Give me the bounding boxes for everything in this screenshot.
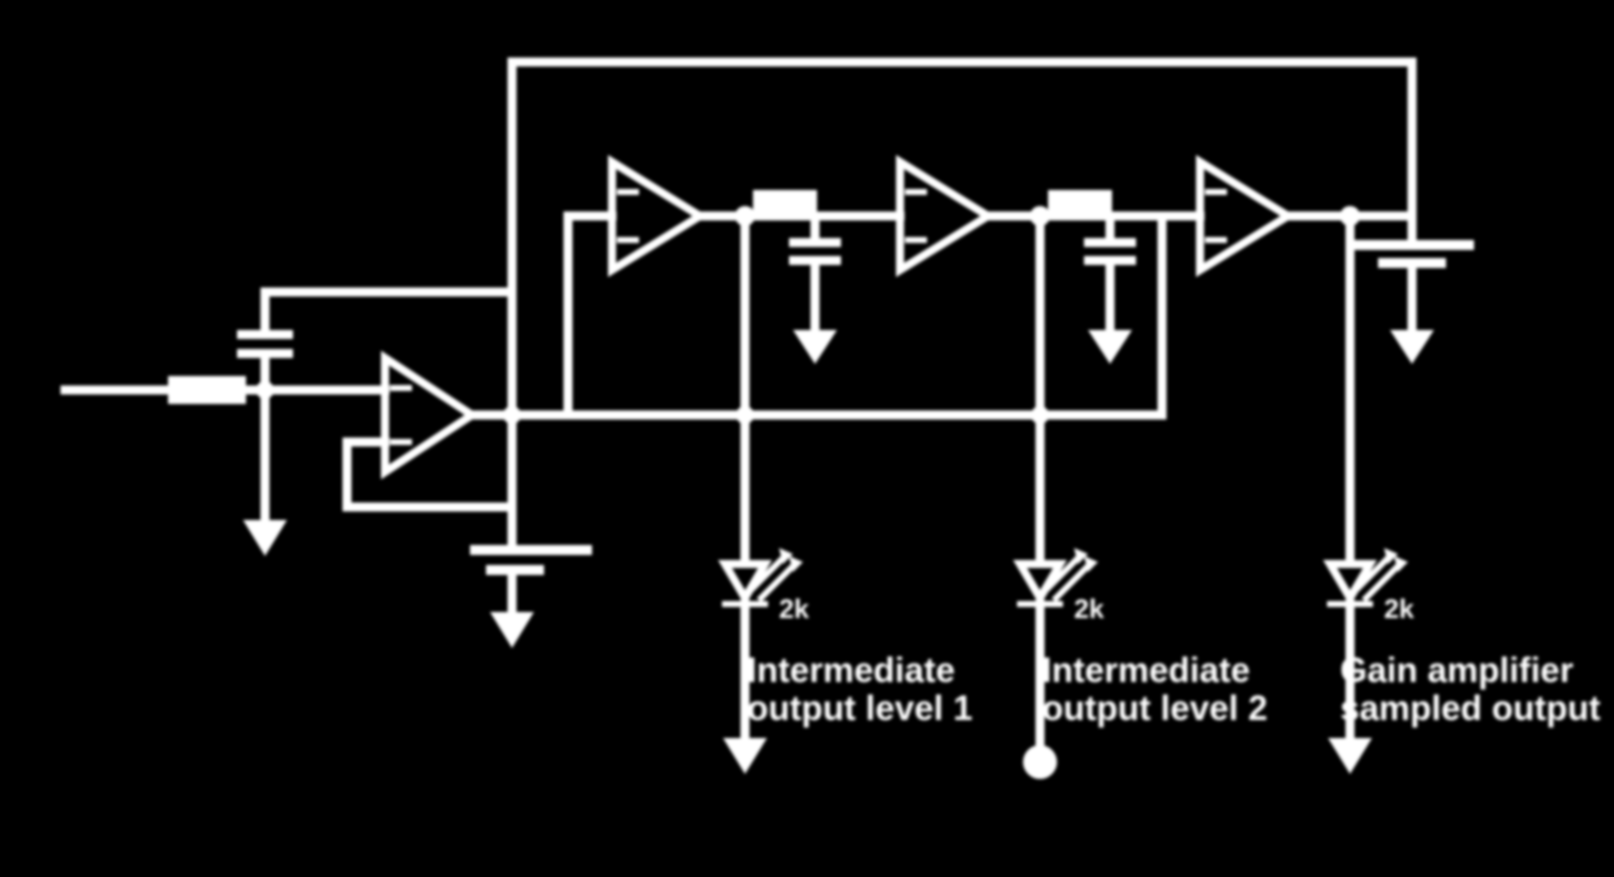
opamp-3-input-marks [905,189,927,243]
capacitor-plate [789,256,841,265]
capacitor-plate [789,238,841,247]
output-tap-3: 2k Gain amplifier sampled output [1323,548,1601,774]
stage-2-shunt-capacitor [789,211,841,364]
output-coupling-capacitor [470,502,592,648]
capacitor-plate [486,565,544,575]
junction-dot [1031,406,1049,424]
trimmer-diode-icon [1323,560,1377,606]
tap-annotation: 2k [779,594,810,624]
opamp-4-symbol [1196,154,1296,278]
series-resistor [1048,190,1112,216]
opamp-4-input-marks [1205,189,1227,243]
output-taps: 2k Intermediate output level 1 2k Interm… [718,548,1601,779]
series-resistor [753,190,817,216]
opamp-1-symbol [381,350,480,480]
tap-label-line1: Intermediate [1042,651,1250,690]
opamp-1-input-marks [390,385,412,445]
junction-dot [735,206,755,226]
tap-label-line2: sampled output [1340,689,1601,728]
tap-annotation: 2k [1384,594,1415,624]
junction-dot [256,381,274,399]
trimmer-diode-icon [1013,560,1067,606]
ground-icon [490,612,534,648]
trimmer-diode-icon [718,560,772,606]
opamp-2-input-wire [563,211,617,420]
junction-dot [503,406,521,424]
opamp-1-inverting-loop [342,410,517,512]
capacitor-plate [1378,258,1446,268]
opamp-3-symbol [896,154,996,278]
adjust-arrow-icon [746,551,800,603]
ground-icon [243,520,287,556]
tap-label-line1: Intermediate [747,651,955,690]
ground-icon [1390,330,1434,364]
adjust-arrow-icon [1351,551,1405,603]
adjust-arrow-head [1074,548,1088,564]
output-tap-1: 2k Intermediate output level 1 [718,548,973,774]
capacitor-plate [1084,256,1136,265]
down-arrow-terminal-icon [723,738,767,774]
tap-label-line1: Gain amplifier [1340,651,1574,690]
capacitor-plate [1084,238,1136,247]
capacitor-plate [237,330,293,339]
opamp-2-symbol [608,154,708,278]
adjust-arrow-head [1084,556,1098,572]
global-feedback-wire [507,57,1417,420]
stage-3-shunt-capacitor [1084,211,1136,364]
final-output-capacitor [1352,211,1474,364]
round-terminal-icon [1023,745,1057,779]
ground-icon [1088,330,1132,364]
adjust-arrow-head [1394,556,1408,572]
junction-dot [1340,206,1360,226]
tap-label-line2: output level 2 [1042,689,1268,728]
input-resistor [168,376,246,404]
opamp-2-input-marks [617,189,639,243]
capacitor-plate [1352,240,1474,250]
adjust-arrow-head [1384,548,1398,564]
down-arrow-terminal-icon [1328,738,1372,774]
capacitor-plate [237,349,293,358]
adjust-arrow-head [789,556,803,572]
capacitor-plate [470,545,592,555]
adjust-arrow-icon [1041,551,1095,603]
junction-dots [256,206,1360,424]
junction-dot [1030,206,1050,226]
ground-icon [793,330,837,364]
output-tap-2: 2k Intermediate output level 2 [1013,548,1268,779]
input-shunt-branch [237,287,293,556]
amplifier-chain [467,57,1474,565]
tap-annotation: 2k [1074,594,1105,624]
tap-label-line2: output level 1 [747,689,973,728]
adjust-arrow-head [779,548,793,564]
junction-dot [736,406,754,424]
